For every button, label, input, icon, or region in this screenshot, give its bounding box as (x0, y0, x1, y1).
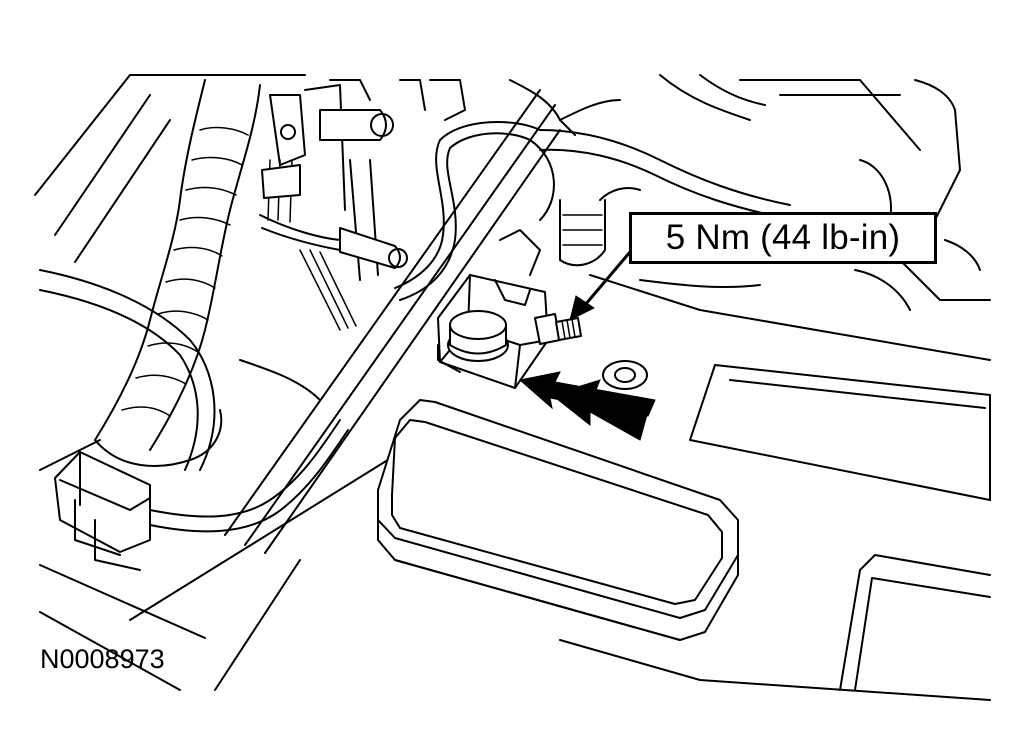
left-edge-lines (39, 359, 321, 471)
battery-cable (394, 121, 791, 301)
torque-spec-label: 5 Nm (44 lb-in) (665, 218, 901, 257)
wiring-connector (54, 451, 151, 571)
double-arrow-icon (518, 371, 656, 441)
wire-harness (261, 159, 301, 223)
arrow-icon (569, 295, 595, 321)
battery-top-panel (689, 364, 991, 501)
upper-bracket (269, 79, 466, 281)
inline-connector (259, 214, 408, 331)
terminal-bolt (534, 313, 582, 345)
torque-callout: 5 Nm (44 lb-in) (629, 212, 937, 264)
corrugated-hose (94, 79, 261, 467)
engine-parts-right (509, 74, 991, 361)
lower-right-panel (559, 554, 991, 701)
figure-number: N0008973 (40, 644, 165, 674)
fender-edge (34, 74, 306, 263)
battery-post-hole (602, 360, 648, 390)
callout-leader (583, 250, 632, 307)
battery-terminal-clamp (437, 274, 549, 389)
intake-rail (224, 89, 561, 554)
lower-left-panel-lines (39, 439, 421, 691)
battery-tray (377, 399, 739, 641)
brake-lines (39, 269, 349, 533)
